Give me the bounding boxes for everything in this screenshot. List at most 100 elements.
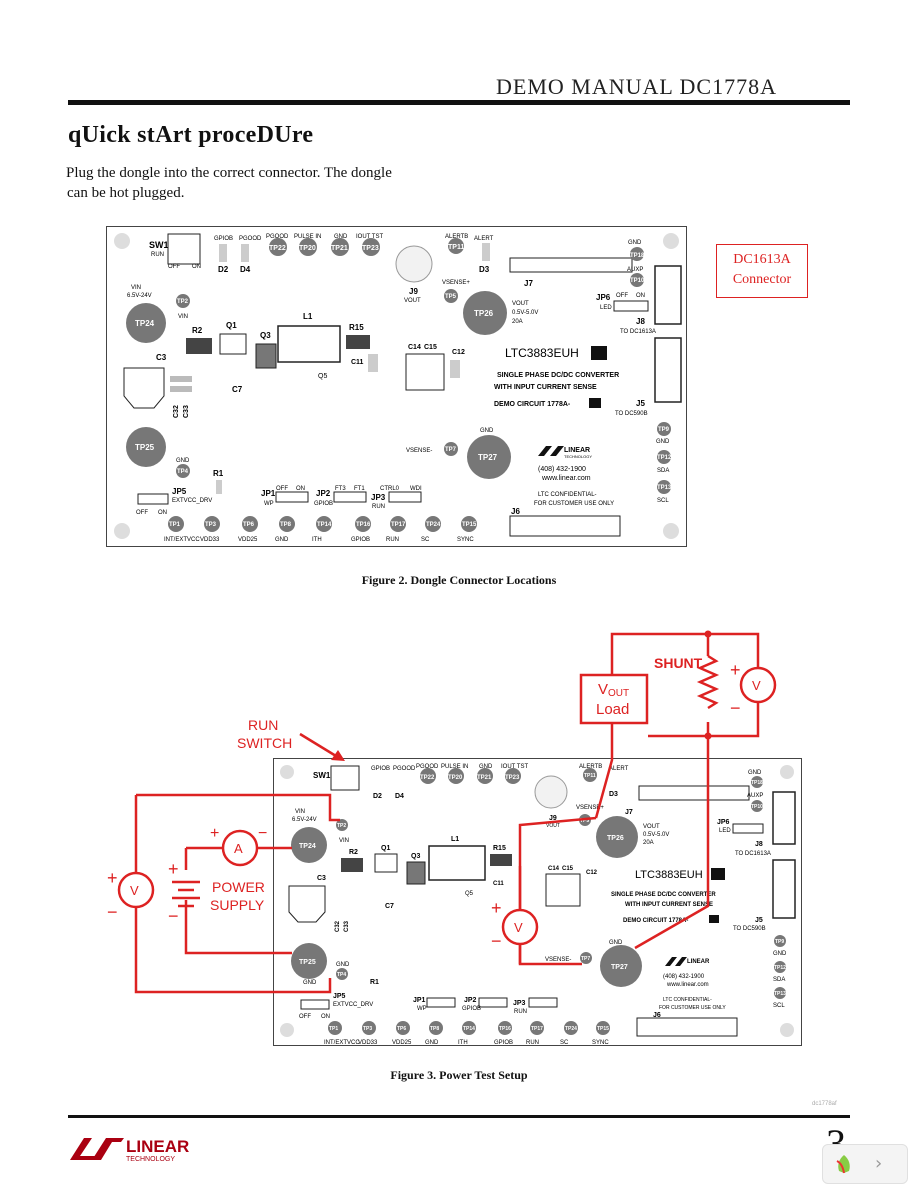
label-sw1: SW1 — [149, 240, 169, 250]
label-r15: R15 — [349, 323, 364, 332]
terminal-tp26 — [463, 291, 507, 335]
label-c15: C15 — [424, 344, 437, 351]
label-vout-2: VOUT — [512, 301, 529, 307]
label-r1-3: R1 — [370, 979, 379, 986]
label-tp7: TP7 — [445, 447, 457, 453]
testpoint — [242, 516, 258, 532]
label-vin: VIN — [131, 285, 141, 291]
led-d3 — [482, 243, 490, 261]
ammeter-plus: + — [210, 825, 219, 842]
label-c11-3: C11 — [493, 881, 504, 887]
label-vin-2: VIN — [178, 314, 188, 320]
jumper-jp2-3 — [478, 997, 508, 1008]
label-d2: D2 — [218, 265, 229, 274]
label-tp10: TP10 — [630, 278, 645, 284]
vin-minus: − — [107, 902, 118, 922]
label-jp2-3: JP2 — [464, 997, 477, 1004]
inductor-l1 — [277, 325, 341, 363]
board-lt-logo-icon — [538, 446, 564, 456]
label-d3: D3 — [479, 265, 490, 274]
label-tp11: TP11 — [448, 244, 464, 251]
label-sw1-3: SW1 — [313, 771, 331, 780]
label-j5-3: J5 — [755, 917, 763, 924]
label-gnd-tp25-3: GND — [303, 980, 317, 986]
label-tp5: TP5 — [445, 294, 457, 300]
testpoint — [461, 516, 477, 532]
testpoint — [390, 516, 406, 532]
label-sda-3: SDA — [773, 977, 785, 983]
figure-3-caption: Figure 3. Power Test Setup — [390, 1068, 528, 1082]
testpoint-caption: SC — [421, 537, 430, 543]
terminal-tp25 — [126, 427, 166, 467]
label-power: POWER — [212, 879, 265, 895]
label-tp26-3: TP26 — [607, 835, 624, 842]
testpoint — [429, 1021, 443, 1035]
label-tp23: TP23 — [362, 245, 379, 252]
capacitor-c3-3 — [288, 885, 326, 923]
lt-logo-icon — [70, 1138, 98, 1160]
label-desc2-3: WITH INPUT CURRENT SENSE — [625, 902, 713, 908]
label-confidential: LTC CONFIDENTIAL- — [538, 492, 597, 498]
label-amps: 20A — [512, 319, 523, 325]
mount-hole — [663, 233, 679, 249]
sw1-switch-3 — [330, 765, 360, 791]
label-vout-3: VOUT — [546, 823, 560, 829]
jumper-jp3 — [388, 491, 422, 503]
label-extvcc-drv: EXTVCC_DRV — [172, 498, 212, 504]
testpoint-caption: ITH — [312, 537, 322, 543]
body-line-1: Plug the dongle into the correct connect… — [66, 165, 392, 181]
label-tp25-3: TP25 — [299, 959, 316, 966]
label-tp7-3: TP7 — [581, 956, 590, 962]
label-tp27-3: TP27 — [611, 964, 628, 971]
label-off-jp5-3: OFF — [299, 1014, 311, 1020]
testpoint-tp12 — [657, 450, 671, 464]
label-on-jp5: ON — [158, 510, 167, 516]
board-outline — [106, 226, 687, 547]
label-j6-3: J6 — [653, 1012, 661, 1019]
testpoint — [204, 516, 220, 532]
label-supply: SUPPLY — [210, 897, 265, 913]
label-jp3-3: JP3 — [513, 1000, 526, 1007]
label-d4: D4 — [240, 265, 251, 274]
testpoint-label: TP8 — [430, 1026, 439, 1032]
connector-j6-3 — [636, 1017, 738, 1037]
mount-hole — [280, 1023, 294, 1037]
label-d4-3: D4 — [395, 793, 404, 800]
testpoint-tp5 — [444, 289, 458, 303]
part-suffix-box-3 — [711, 868, 725, 880]
shunt-plus: + — [730, 660, 741, 680]
testpoint-caption: GND — [275, 537, 289, 543]
label-pgood: PGOOD — [239, 236, 262, 242]
viewer-nav-widget[interactable]: › — [822, 1144, 908, 1184]
doc-ref: dc1778af — [812, 1101, 837, 1107]
testpoint — [168, 516, 184, 532]
mosfet-q3-3 — [406, 861, 426, 885]
run-switch-arrowhead — [331, 750, 345, 761]
label-j9-3: J9 — [549, 815, 557, 822]
testpoint-caption: VDD33 — [200, 537, 220, 543]
label-off-jp1: OFF — [276, 486, 288, 492]
label-alertb-3: ALERTB — [579, 764, 602, 770]
testpoint-caption: RUN — [386, 537, 399, 543]
label-vout-range-3: 0.5V-5.0V — [643, 832, 669, 838]
viewer-logo-icon[interactable] — [831, 1151, 857, 1177]
next-chevron-icon[interactable]: › — [875, 1153, 883, 1174]
label-on-jp6: ON — [636, 293, 645, 299]
label-jp1-3: JP1 — [413, 997, 426, 1004]
testpoint-tp10 — [630, 273, 644, 287]
testpoint-caption: SYNC — [592, 1040, 609, 1046]
label-c7-3: C7 — [385, 903, 394, 910]
label-web: www.linear.com — [541, 475, 591, 482]
label-gpiob-jp2-3: GPIOB — [462, 1006, 481, 1012]
label-scl: SCL — [657, 498, 669, 504]
figure-2-caption: Figure 2. Dongle Connector Locations — [361, 573, 557, 587]
testpoint-label: TP17 — [391, 522, 406, 528]
vout-minus: − — [491, 931, 502, 951]
page-header-title: DEMO MANUAL DC1778A — [496, 74, 777, 99]
label-vout-3b: VOUT — [643, 824, 660, 830]
label-tp22-3: TP22 — [420, 775, 435, 781]
testpoint — [396, 1021, 410, 1035]
testpoint-caption: SYNC — [457, 537, 474, 543]
label-wp: WP — [264, 501, 274, 507]
label-web-3: www.linear.com — [666, 982, 709, 988]
